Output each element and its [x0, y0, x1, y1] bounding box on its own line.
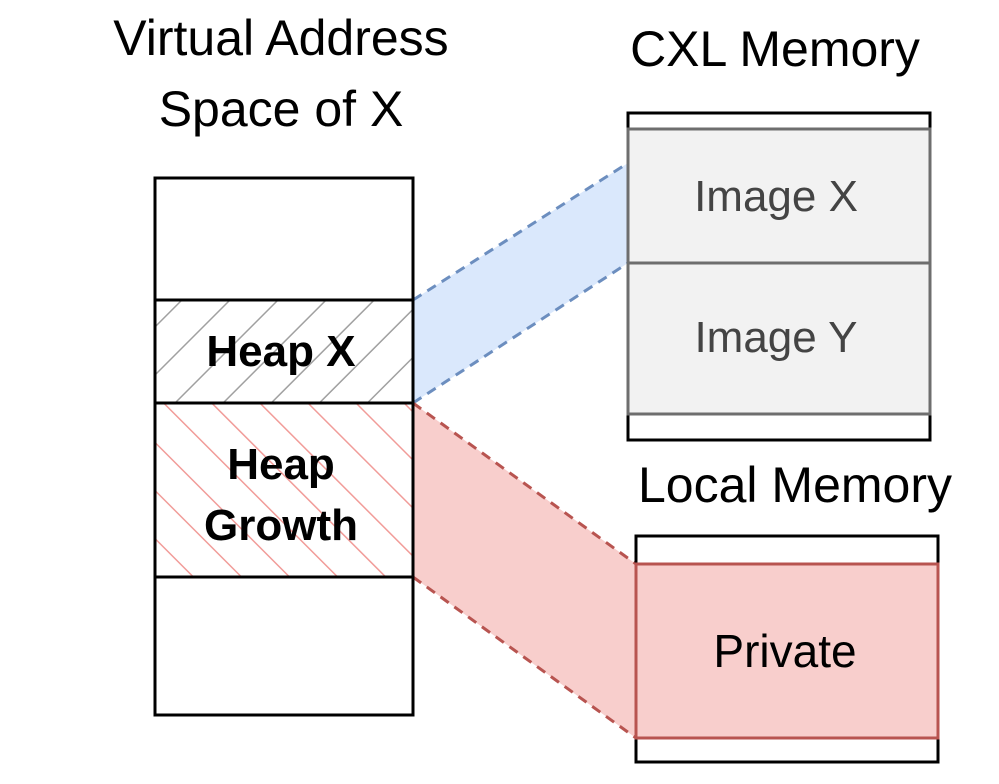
heap-x-label: Heap X	[206, 327, 355, 376]
heap-x-region	[155, 300, 413, 403]
image-x-label: Image X	[694, 172, 858, 221]
private-region	[634, 562, 940, 740]
virtual-address-space-title-line2: Space of X	[159, 81, 404, 137]
virtual-address-space-title-line1: Virtual Address	[113, 10, 448, 66]
virtual-address-space-outline	[153, 176, 415, 717]
heap-growth-to-private-band	[413, 403, 636, 738]
local-memory-title: Local Memory	[638, 457, 952, 513]
image-y-label: Image Y	[694, 313, 857, 362]
cxl-memory-title: CXL Memory	[630, 21, 920, 77]
heap-growth-connector-bottom	[412, 575, 637, 740]
heap-growth-label-line1: Heap	[227, 440, 335, 489]
private-label: Private	[713, 625, 856, 677]
heap-x-to-image-x-band	[413, 163, 628, 403]
heap-x-connector-top	[412, 161, 629, 302]
cxl-images-block	[626, 127, 932, 416]
heap-growth-label-line2: Growth	[204, 501, 358, 550]
heap-growth-connector-top	[412, 401, 637, 566]
heap-growth-region	[155, 403, 413, 577]
heap-x-connector-bottom	[412, 261, 629, 405]
